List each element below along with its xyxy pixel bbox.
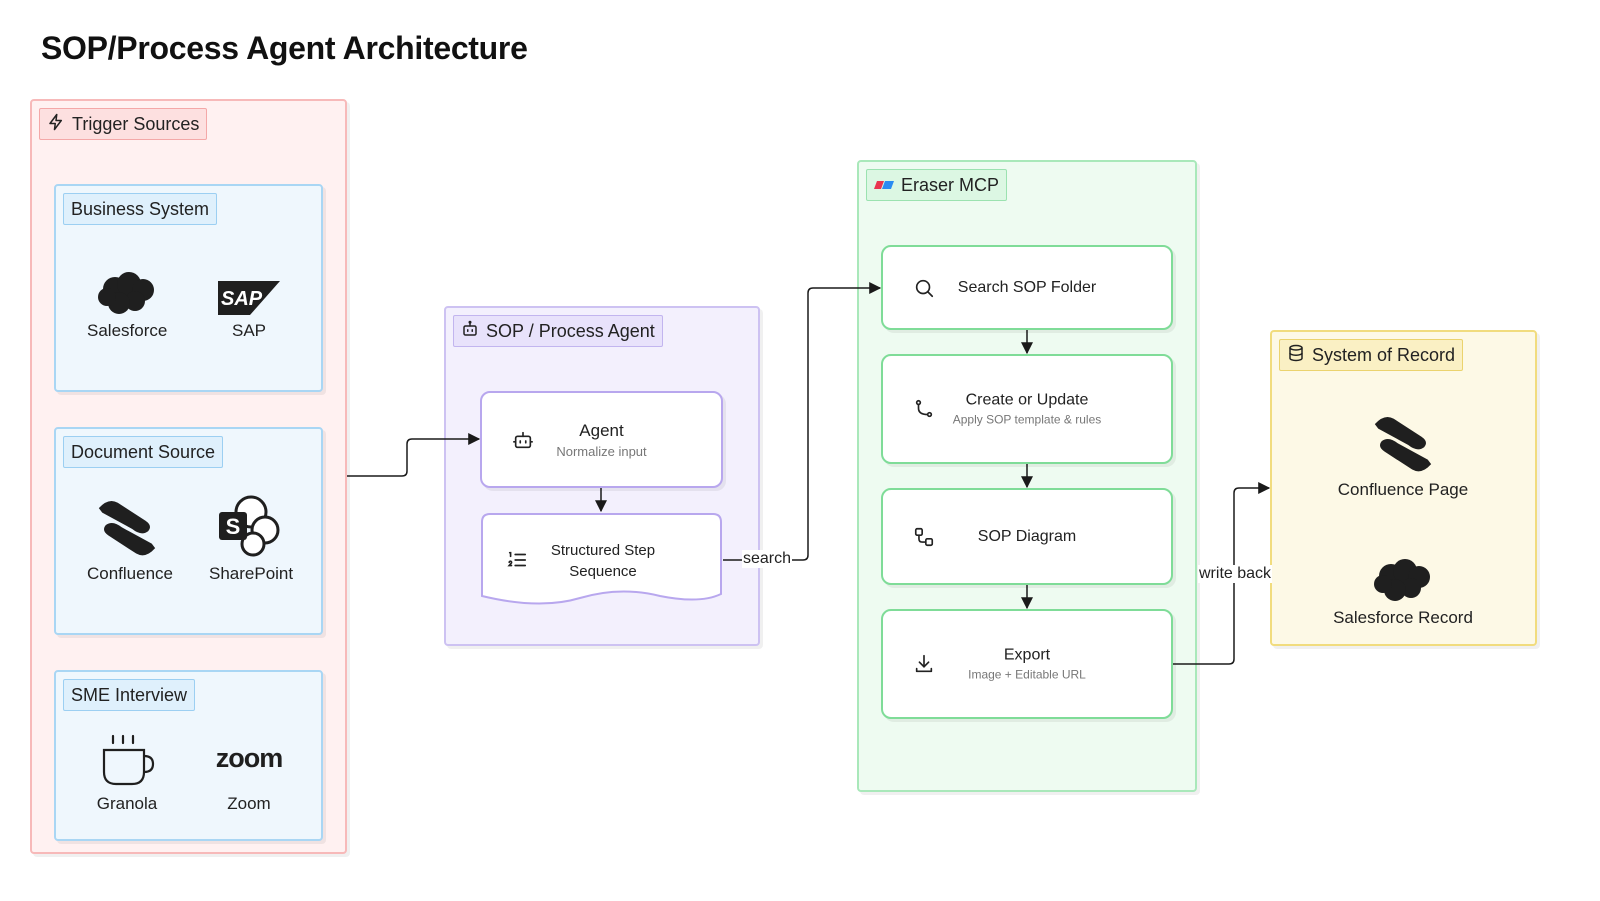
sop-diagram-node[interactable]: SOP Diagram [881, 488, 1173, 585]
zoom-logo: zoom Zoom [209, 728, 289, 814]
robot-icon [510, 427, 536, 453]
confluence-label: Confluence [87, 564, 174, 583]
create-update-title: Create or Update [965, 391, 1089, 409]
zoom-logo-text: zoom [215, 742, 283, 773]
export-subtitle: Image + Editable URL [968, 667, 1086, 682]
git-branch-icon [911, 396, 937, 422]
sme-interview-tag: SME Interview [63, 679, 196, 711]
salesforce-record-label: Salesforce Record [1333, 608, 1473, 627]
salesforce-logo: Salesforce [87, 255, 167, 341]
lightning-icon [47, 113, 65, 136]
trigger-sources-tag: Trigger Sources [39, 108, 208, 140]
create-update-node[interactable]: Create or Update Apply SOP template & ru… [881, 354, 1173, 464]
zoom-label: Zoom [227, 794, 271, 813]
system-of-record-label: System of Record [1312, 344, 1456, 365]
granola-logo: Granola [87, 728, 167, 814]
salesforce-cloud-icon [1323, 548, 1483, 602]
edge-trigger-to-agent [347, 433, 481, 477]
confluence-icon [1333, 414, 1473, 474]
agent-node-title: Agent [579, 420, 624, 440]
salesforce-label: Salesforce [87, 321, 168, 340]
sap-label: SAP [231, 321, 267, 340]
export-node[interactable]: Export Image + Editable URL [881, 609, 1173, 719]
robot-icon [461, 320, 479, 343]
edge-steps-to-search [723, 282, 882, 561]
search-edge-label: search [742, 550, 793, 568]
workflow-icon [911, 524, 937, 550]
sharepoint-logo: S SharePoint [209, 495, 294, 584]
confluence-page-label: Confluence Page [1337, 480, 1469, 499]
agent-group-label: SOP / Process Agent [486, 320, 655, 341]
sop-diagram-title: SOP Diagram [977, 527, 1077, 545]
salesforce-cloud-icon [87, 255, 167, 315]
search-sop-folder-node[interactable]: Search SOP Folder [881, 245, 1173, 330]
structured-step-label: Structured Step Sequence [550, 542, 656, 580]
write-back-edge-label: write back [1198, 565, 1273, 583]
agent-group-tag: SOP / Process Agent [453, 315, 663, 347]
document-source-tag: Document Source [63, 436, 224, 468]
download-icon [911, 651, 937, 677]
eraser-mcp-tag: Eraser MCP [866, 169, 1008, 201]
create-update-subtitle: Apply SOP template & rules [952, 412, 1102, 427]
sap-logo: SAP SAP [209, 255, 289, 341]
salesforce-record-logo: Salesforce Record [1323, 548, 1483, 628]
page-title: SOP/Process Agent Architecture [41, 30, 528, 66]
list-ordered-icon [506, 549, 528, 576]
sap-logo-text: SAP [221, 288, 263, 310]
confluence-logo: Confluence [87, 498, 174, 584]
confluence-icon [87, 498, 167, 558]
database-icon [1287, 344, 1305, 367]
system-of-record-tag: System of Record [1279, 339, 1464, 371]
business-system-tag: Business System [63, 193, 218, 225]
granola-label: Granola [96, 794, 158, 813]
trigger-sources-label: Trigger Sources [72, 113, 200, 134]
agent-node[interactable]: Agent Normalize input [480, 391, 723, 488]
sharepoint-logo-text: S [226, 514, 241, 539]
agent-node-subtitle: Normalize input [556, 443, 647, 459]
sharepoint-label: SharePoint [209, 564, 294, 583]
search-sop-folder-title: Search SOP Folder [957, 278, 1097, 296]
eraser-logo-icon [874, 175, 894, 196]
export-title: Export [1003, 646, 1051, 664]
search-icon [911, 275, 937, 301]
eraser-mcp-label: Eraser MCP [901, 174, 1000, 195]
structured-step-node[interactable]: Structured Step Sequence [480, 512, 723, 612]
coffee-cup-icon [87, 728, 167, 788]
confluence-page-logo: Confluence Page [1333, 414, 1473, 500]
sap-icon: SAP [218, 281, 280, 315]
sharepoint-icon: S [209, 495, 289, 558]
